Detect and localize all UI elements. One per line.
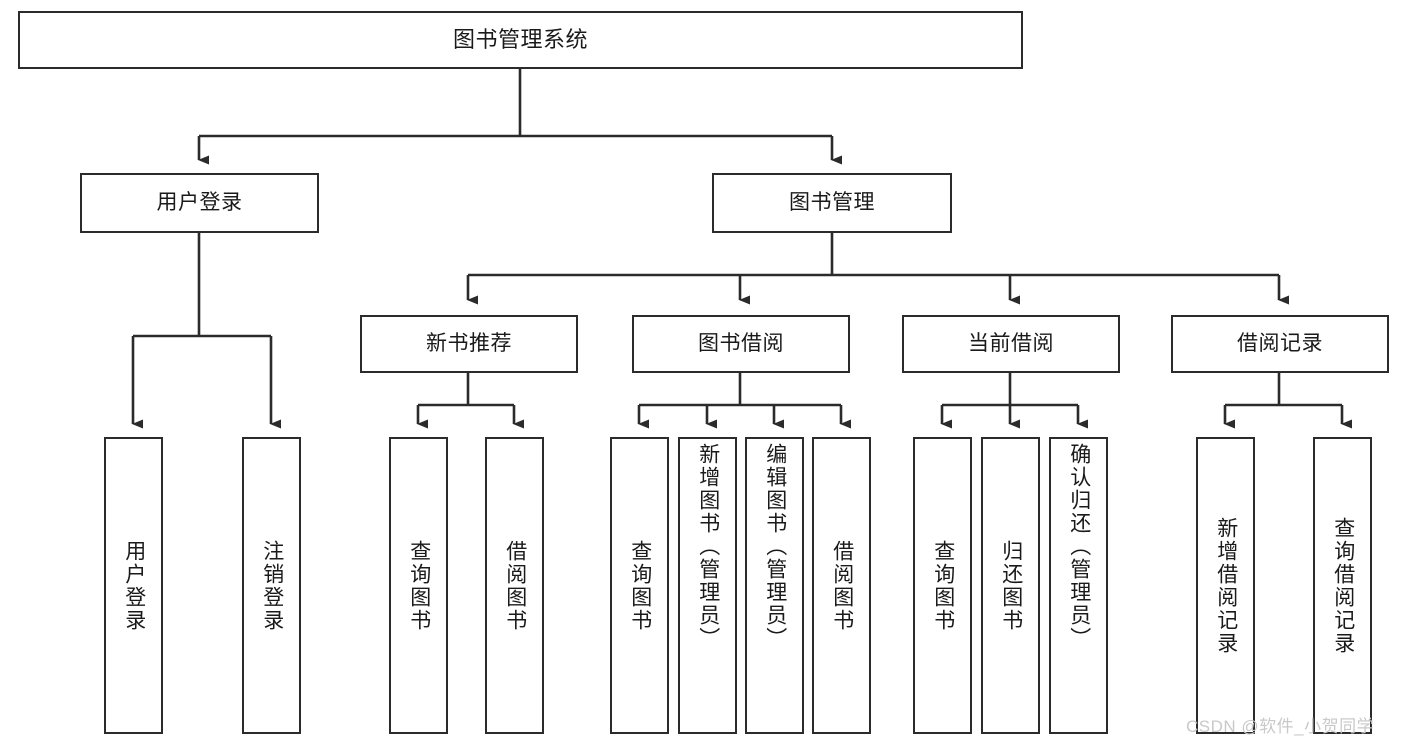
leaf-borrow-borrow-book[interactable]: 借阅图书 (812, 437, 871, 734)
node-label: 用户登录 (122, 539, 146, 632)
node-label: 图书管理 (789, 190, 875, 214)
node-borrow-record[interactable]: 借阅记录 (1171, 315, 1389, 373)
node-label: 图书借阅 (698, 331, 784, 355)
node-label: 归还图书 (999, 539, 1023, 632)
leaf-user-login-signout[interactable]: 注销登录 (242, 437, 301, 734)
node-book-borrow[interactable]: 图书借阅 (632, 315, 850, 373)
leaf-recommend-borrow-book[interactable]: 借阅图书 (485, 437, 544, 734)
node-new-book-recommend[interactable]: 新书推荐 (360, 315, 578, 373)
csdn-watermark: CSDN @软件_小贺同学 (1186, 717, 1375, 736)
node-label: 当前借阅 (968, 331, 1054, 355)
node-label: 新书推荐 (426, 331, 512, 355)
node-label: 查询图书 (931, 539, 955, 632)
node-label: 查询图书 (407, 539, 431, 632)
leaf-record-query-record[interactable]: 查询借阅记录 (1313, 437, 1372, 734)
node-label: 编辑图书（管理员） (763, 443, 787, 650)
node-label: 图书管理系统 (452, 27, 588, 53)
node-label: 新增图书（管理员） (696, 443, 720, 650)
leaf-borrow-edit-book-admin[interactable]: 编辑图书（管理员） (745, 437, 804, 734)
node-label: 用户登录 (156, 190, 243, 214)
node-label: 借阅图书 (830, 539, 854, 632)
node-root-system[interactable]: 图书管理系统 (18, 11, 1023, 69)
leaf-borrow-add-book-admin[interactable]: 新增图书（管理员） (678, 437, 737, 734)
node-label: 借阅图书 (503, 539, 527, 632)
leaf-borrow-query-book[interactable]: 查询图书 (610, 437, 669, 734)
node-label: 借阅记录 (1237, 331, 1323, 355)
node-book-management[interactable]: 图书管理 (712, 173, 952, 233)
leaf-user-login-signin[interactable]: 用户登录 (104, 437, 163, 734)
node-label: 新增借阅记录 (1214, 516, 1238, 655)
leaf-record-add-record[interactable]: 新增借阅记录 (1196, 437, 1255, 734)
node-label: 注销登录 (260, 539, 284, 632)
leaf-recommend-query-book[interactable]: 查询图书 (389, 437, 448, 734)
node-label: 查询图书 (628, 539, 652, 632)
node-label: 确认归还（管理员） (1067, 443, 1091, 650)
leaf-current-confirm-return-admin[interactable]: 确认归还（管理员） (1049, 437, 1108, 734)
leaf-current-query-book[interactable]: 查询图书 (913, 437, 972, 734)
node-label: 查询借阅记录 (1331, 516, 1355, 655)
leaf-current-return-book[interactable]: 归还图书 (981, 437, 1040, 734)
node-current-borrow[interactable]: 当前借阅 (902, 315, 1120, 373)
node-user-login[interactable]: 用户登录 (80, 173, 319, 233)
